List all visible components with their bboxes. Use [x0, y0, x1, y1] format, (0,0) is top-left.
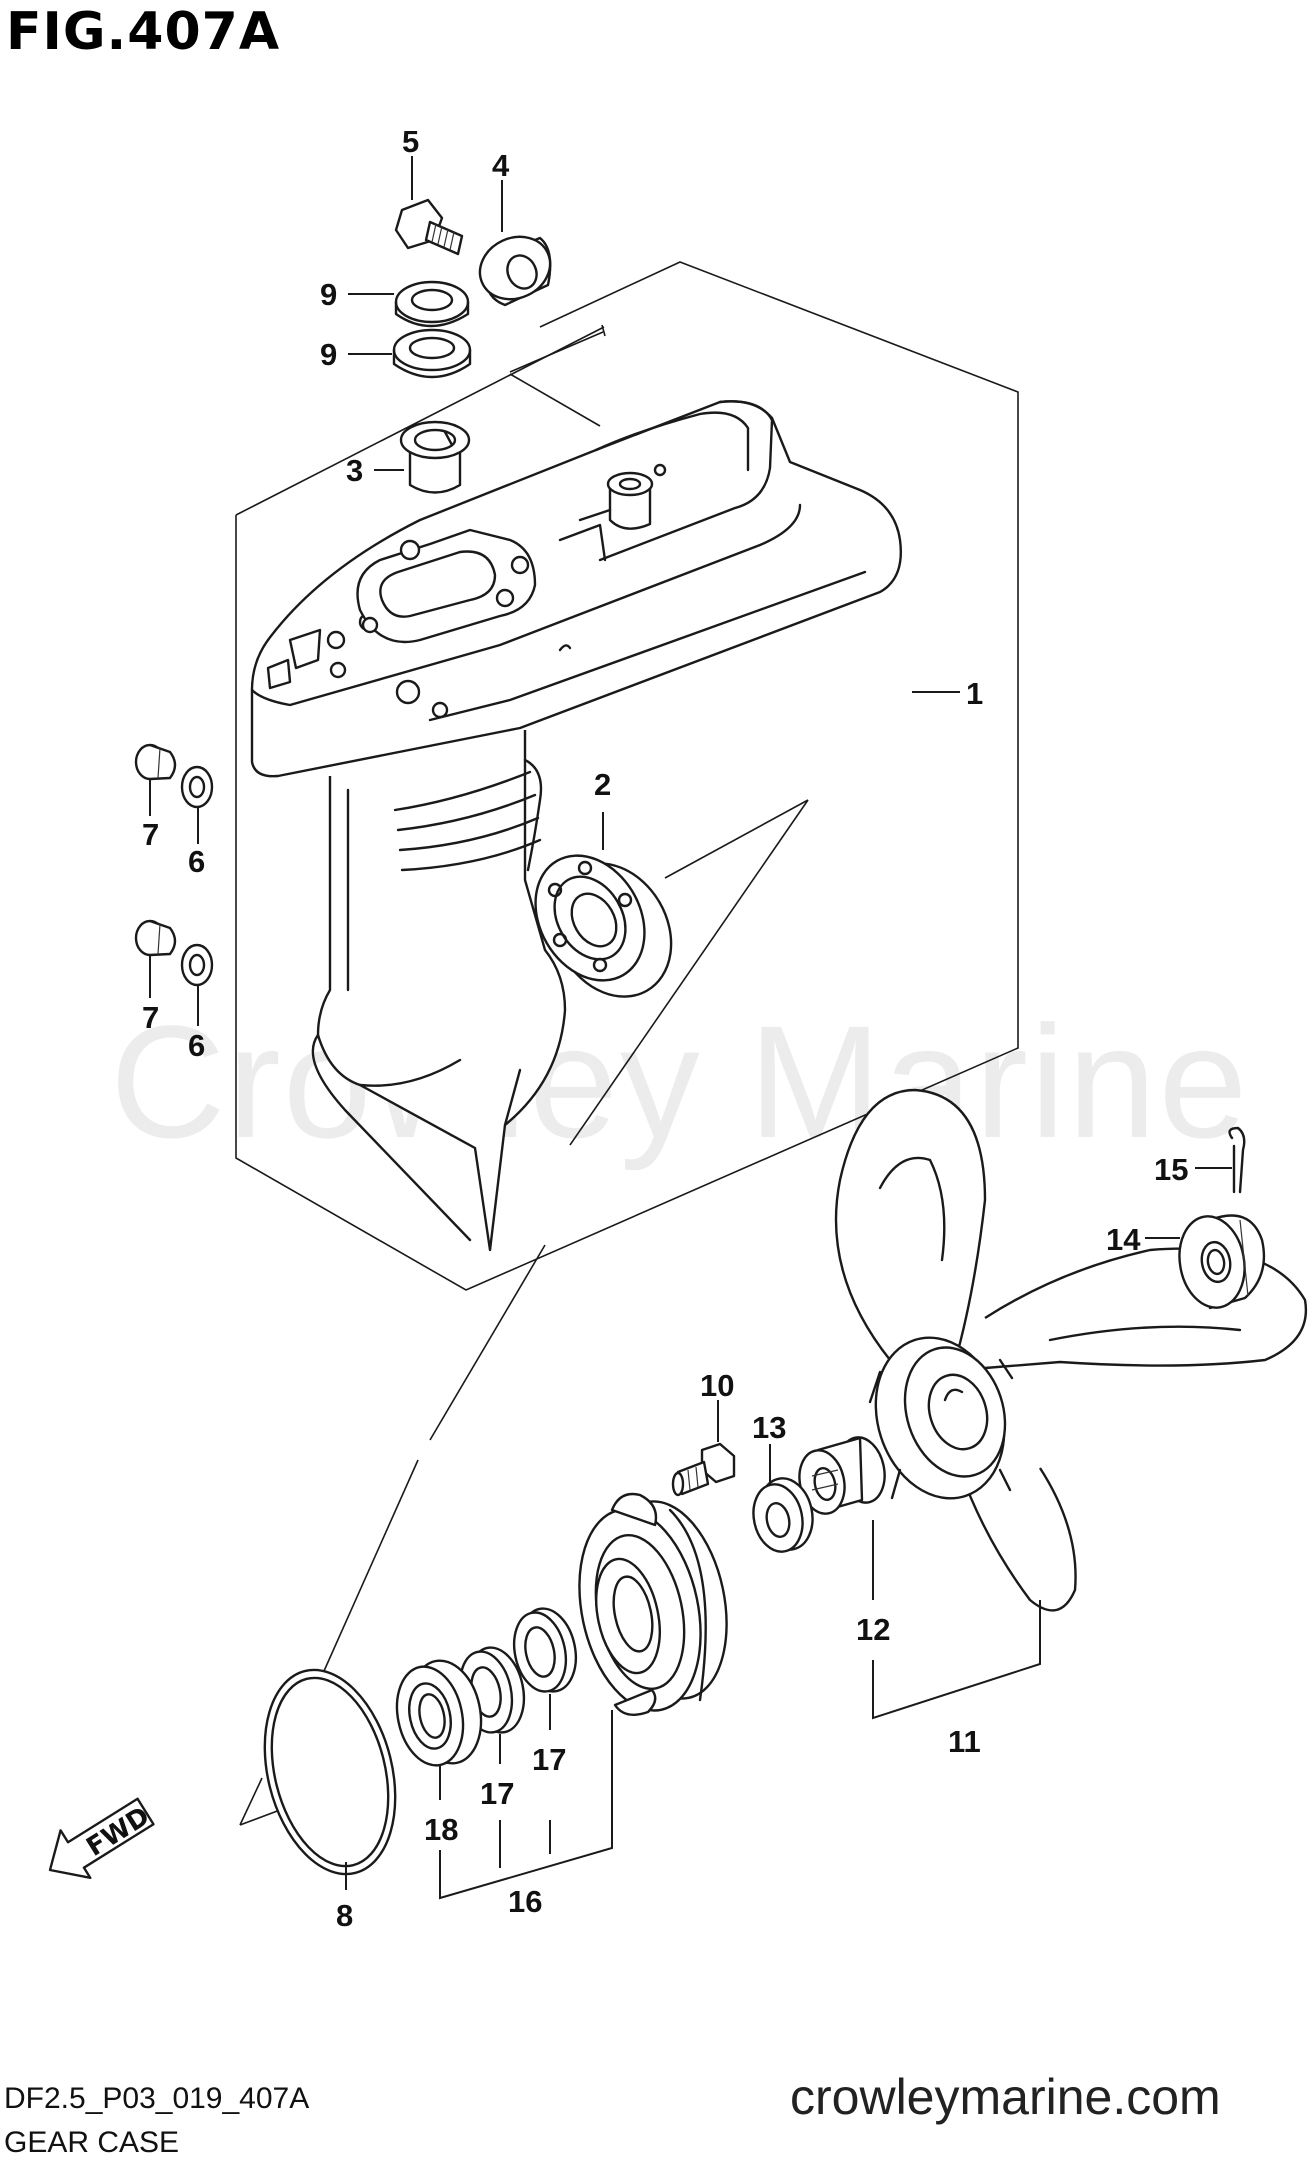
callout-numbers: 1 2 3 4 5 6 6 7 7 8 9 9 10 11 12 13 14 1… — [142, 124, 1188, 1933]
cap-4-part — [478, 235, 552, 307]
callout-16: 16 — [508, 1884, 542, 1919]
plug-7b-part — [134, 919, 177, 957]
oil-seal-17a-part — [512, 1607, 578, 1693]
callout-12: 12 — [856, 1612, 890, 1647]
bearing-2-part — [534, 854, 673, 998]
callout-6a: 6 — [188, 844, 205, 879]
figure-code: DF2.5_P03_019_407A — [4, 2082, 310, 2115]
gear-case-part — [235, 261, 1019, 1291]
callout-9a: 9 — [320, 277, 337, 312]
washer-13-part — [752, 1477, 814, 1553]
fwd-arrow-icon: FWD — [48, 1797, 155, 1880]
gasket-6a-part — [180, 765, 214, 809]
callout-14: 14 — [1106, 1222, 1141, 1257]
callout-11: 11 — [948, 1724, 981, 1759]
callout-15: 15 — [1154, 1152, 1188, 1187]
bolt-10-part — [671, 1442, 736, 1497]
o-ring-8-part — [263, 1668, 397, 1876]
figure-caption: GEAR CASE — [4, 2126, 180, 2159]
callout-17a: 17 — [480, 1776, 514, 1811]
callout-4: 4 — [492, 148, 510, 183]
callout-7b: 7 — [142, 1000, 159, 1035]
bushing-3-part — [399, 420, 471, 494]
housing-16-part — [578, 1492, 728, 1716]
bolt-5-part — [394, 198, 464, 256]
callout-1: 1 — [966, 676, 983, 711]
figure-title: FIG.407A — [6, 2, 281, 62]
callout-9b: 9 — [320, 337, 337, 372]
gear-case-leg — [316, 730, 567, 1252]
gasket-6b-part — [180, 943, 214, 987]
callout-10: 10 — [700, 1368, 734, 1403]
callout-2: 2 — [594, 767, 611, 802]
site-url: crowleymarine.com — [790, 2069, 1221, 2125]
cotter-pin-15-part — [1228, 1126, 1246, 1194]
bushing-12-part — [798, 1436, 886, 1515]
plug-7a-part — [134, 743, 177, 781]
propeller-nut-14-part — [1178, 1214, 1266, 1310]
callout-7a: 7 — [142, 817, 159, 852]
callout-5: 5 — [402, 124, 419, 159]
gear-case-frame — [235, 261, 1019, 1291]
callout-3: 3 — [346, 453, 363, 488]
callout-8: 8 — [336, 1898, 353, 1933]
bearing-18-part — [395, 1659, 483, 1767]
oil-seal-9b-part — [392, 328, 472, 379]
callout-17b: 17 — [532, 1742, 566, 1777]
callout-6b: 6 — [188, 1028, 205, 1063]
callout-13: 13 — [752, 1410, 786, 1445]
oil-seal-9a-part — [394, 280, 470, 328]
leader-lines — [149, 156, 1232, 1900]
callout-18: 18 — [424, 1812, 458, 1847]
watermark: Crowley Marine — [110, 992, 1250, 1171]
propeller-11-part — [834, 1088, 1308, 1612]
